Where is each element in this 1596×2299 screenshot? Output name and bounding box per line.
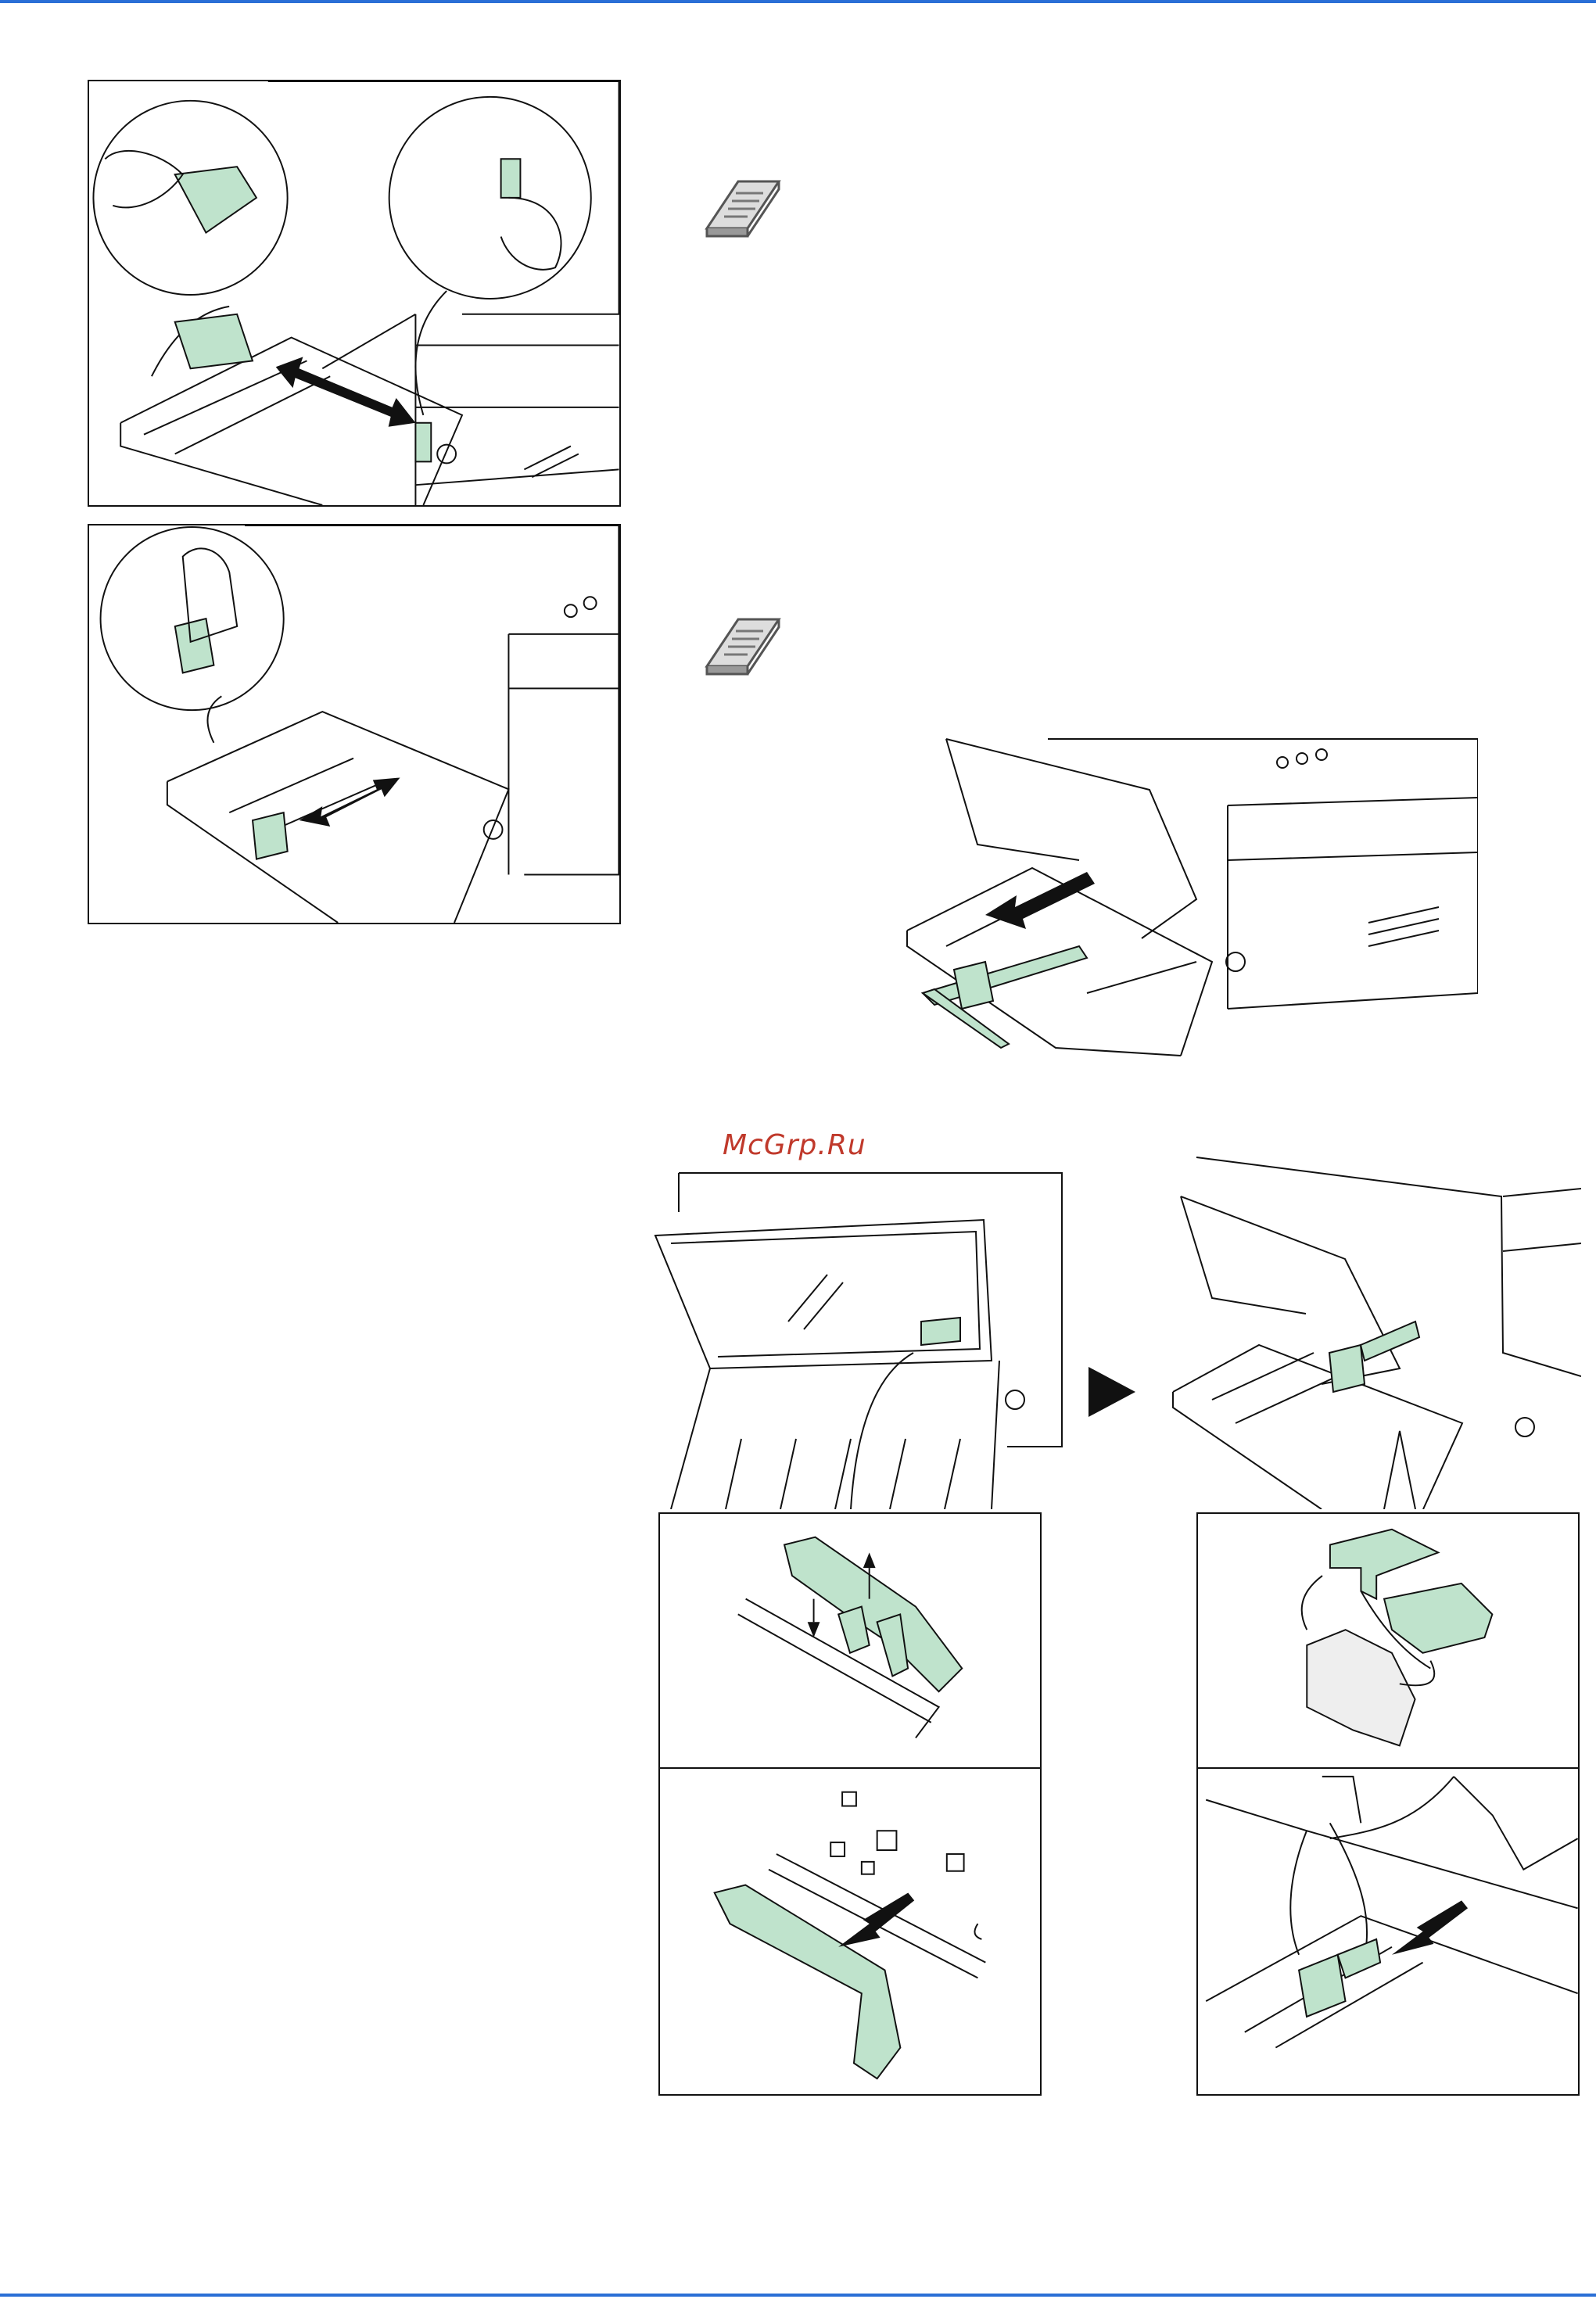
illustration-detail-remove-guide xyxy=(660,1769,1040,2094)
note-icon xyxy=(701,612,787,682)
illustration-paper-length-guide xyxy=(89,525,619,923)
illustration-guide-stored-in-cover xyxy=(647,1165,1068,1509)
illustration-detail-insert-guide xyxy=(1198,1769,1578,2094)
bottom-rule xyxy=(0,2294,1596,2297)
illustration-guide-installed xyxy=(1165,1150,1581,1509)
top-rule xyxy=(0,0,1596,3)
figure-detail-assemble xyxy=(1196,1512,1580,1769)
illustration-paper-width-guide xyxy=(89,81,619,505)
illustration-detail-release-guide xyxy=(660,1514,1040,1767)
illustration-tray-extension xyxy=(899,735,1478,1063)
figure-detail-release xyxy=(658,1512,1042,1769)
watermark: McGrp.Ru xyxy=(723,1129,866,1161)
figure-tray-extension xyxy=(899,735,1478,1063)
illustration-detail-assemble-guide xyxy=(1198,1514,1578,1767)
figure-guide-installed xyxy=(1165,1150,1581,1509)
triangle-right-icon xyxy=(1089,1367,1135,1417)
figure-guide-stored xyxy=(647,1165,1068,1509)
figure-width-guide xyxy=(88,80,621,507)
figure-detail-remove xyxy=(658,1767,1042,2096)
figure-detail-insert xyxy=(1196,1767,1580,2096)
figure-length-guide xyxy=(88,524,621,924)
note-icon xyxy=(701,174,787,244)
